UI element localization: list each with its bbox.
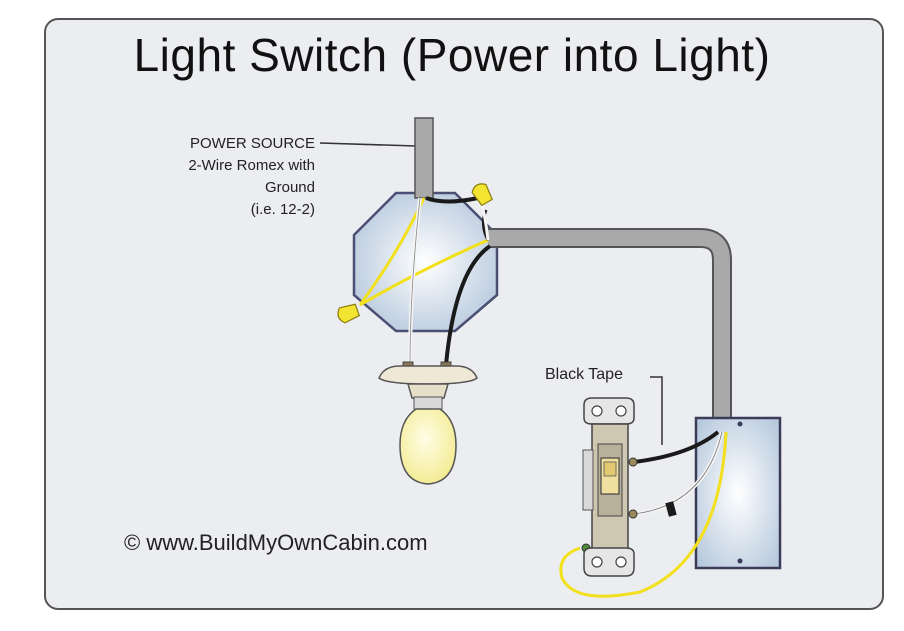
example-text: (i.e. 12-2): [250, 201, 315, 218]
ground-wire: [359, 238, 489, 307]
neutral-wire-edge: [409, 197, 421, 366]
taped-white-wire-edge: [633, 431, 723, 515]
power-source-cable: [414, 117, 434, 199]
power-source-text: POWER SOURCE: [189, 135, 315, 152]
power-source-label: POWER SOURCE 2-Wire Romex with Ground (i…: [150, 133, 315, 221]
black-tape-mark: [665, 501, 677, 517]
light-bulb-icon: [399, 396, 457, 485]
hot-wire: [633, 430, 720, 464]
light-fixture-icon: [378, 361, 478, 401]
ground-wire: [559, 431, 728, 598]
toggle-switch-icon: [581, 397, 638, 577]
switched-hot-wire: [444, 244, 492, 366]
romex-text: 2-Wire Romex with Ground: [188, 157, 315, 196]
diagram-title: Light Switch (Power into Light): [133, 29, 771, 81]
wire-nut-icon: [471, 183, 493, 207]
octagon-junction-box-icon: [352, 191, 499, 333]
switch-box-screw: [737, 558, 743, 564]
copyright-text: © www.BuildMyOwnCabin.com: [124, 530, 428, 555]
switch-box-screw: [737, 421, 743, 427]
black-tape-label: Black Tape: [545, 366, 623, 383]
neutral-wire: [480, 204, 490, 241]
power-leader-line: [319, 142, 417, 147]
tape-leader-line: [650, 376, 663, 445]
hot-wire: [425, 196, 479, 204]
switch-box-icon: [694, 416, 782, 570]
wire-nut-icon: [337, 303, 361, 324]
switch-cable: [488, 230, 730, 430]
